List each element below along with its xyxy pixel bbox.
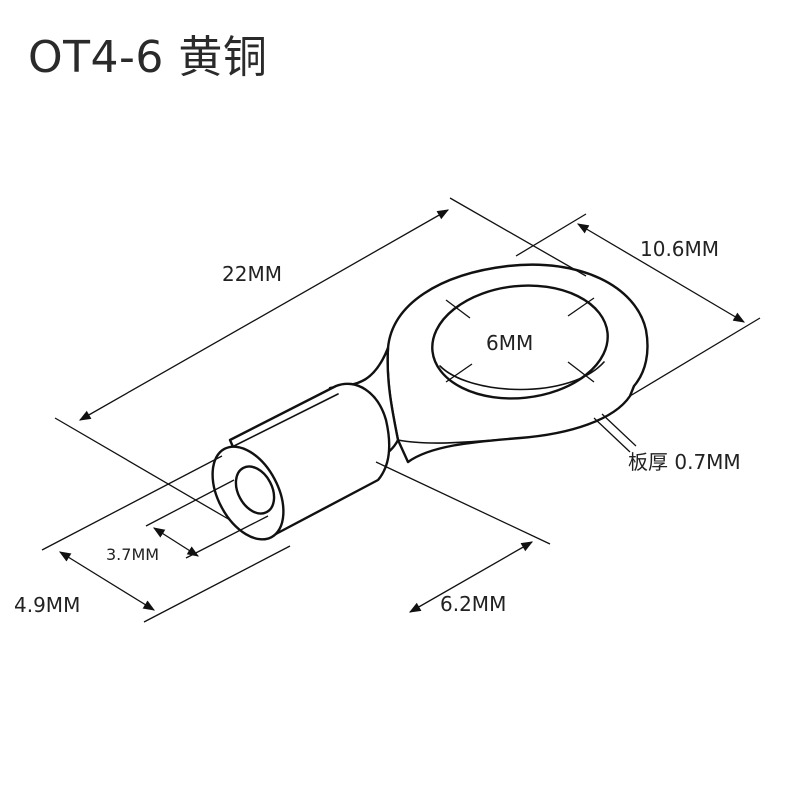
dim-inner-diameter [145, 479, 269, 559]
label-outer-diameter: 4.9MM [14, 593, 80, 617]
label-hole-diameter: 6MM [486, 331, 533, 355]
dim-length [54, 197, 587, 521]
dim-plate-thickness [593, 413, 637, 453]
dim-barrel-length [375, 461, 551, 613]
label-length: 22MM [222, 262, 282, 286]
label-plate-thickness: 板厚 0.7MM [628, 450, 741, 474]
dim-ring-width [515, 213, 761, 397]
label-ring-width: 10.6MM [640, 237, 719, 261]
label-barrel-length: 6.2MM [440, 592, 506, 616]
ring-thickness-edge [397, 395, 631, 444]
ring-hole-inner-wall [439, 361, 605, 391]
barrel-bore [234, 465, 276, 515]
page-title: OT4-6 黄铜 [28, 32, 268, 83]
dim-outer-diameter [41, 455, 291, 623]
label-inner-diameter: 3.7MM [106, 545, 159, 564]
